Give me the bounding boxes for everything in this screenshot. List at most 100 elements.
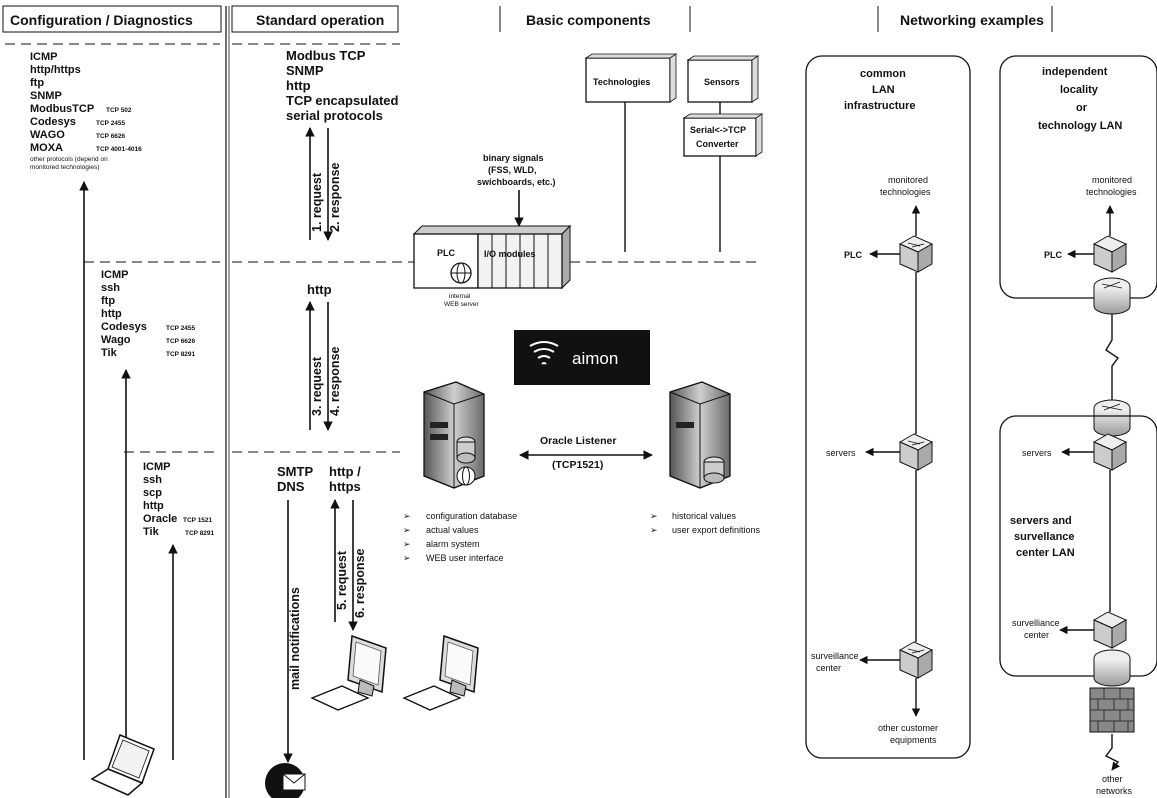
response-label: 6. response <box>353 548 367 618</box>
internet-link <box>1104 734 1120 771</box>
switch-icon <box>898 235 934 273</box>
port-label: TCP 4001-4016 <box>96 146 142 153</box>
router-icon <box>1093 649 1131 687</box>
globe-icon <box>450 262 472 284</box>
port-label: TCP 2455 <box>96 120 126 127</box>
switch-icon <box>1092 611 1128 649</box>
proto-label: https <box>329 479 361 494</box>
binary-label: swichboards, etc.) <box>477 177 556 187</box>
node-label: surveillance <box>811 651 859 661</box>
sensors-box: Sensors <box>686 55 760 103</box>
node-label: center <box>1024 630 1049 640</box>
technologies-label: Technologies <box>593 77 650 87</box>
standard-level-1: Modbus TCP SNMP http TCP encapsulated se… <box>286 48 399 123</box>
bullet-arrow: ➢ <box>403 539 411 549</box>
binary-label: (FSS, WLD, <box>488 165 537 175</box>
node-label: PLC <box>1044 250 1063 260</box>
panel-title: locality <box>1060 84 1099 96</box>
proto-label: ssh <box>101 282 120 294</box>
column-headers: Configuration / Diagnostics Standard ope… <box>2 5 1053 33</box>
node-label: survelliance <box>1012 618 1060 628</box>
node-label: PLC <box>844 250 863 260</box>
servers-lan-panel: servers servers and survellance center L… <box>999 415 1157 677</box>
common-lan-panel: common LAN infrastructure monitored tech… <box>805 55 971 759</box>
proto-label: ModbusTCP <box>30 103 94 115</box>
panel-title: servers and <box>1010 515 1072 527</box>
proto-label: http/https <box>30 64 81 76</box>
proto-label: Oracle <box>143 513 177 525</box>
proto-label: Tik <box>101 347 118 359</box>
router-icon <box>1093 277 1131 315</box>
plc-label: PLC <box>437 248 456 258</box>
port-label: TCP 2455 <box>166 325 196 332</box>
wan-link <box>1105 314 1120 400</box>
proto-label: Tik <box>143 526 160 538</box>
server-icon <box>423 381 485 489</box>
bullet-arrow: ➢ <box>403 553 411 563</box>
feature-item: actual values <box>426 525 479 535</box>
node-label: servers <box>826 448 856 458</box>
port-label: TCP 8291 <box>166 351 196 358</box>
node-label: servers <box>1022 448 1052 458</box>
bullet-arrow: ➢ <box>403 511 411 521</box>
port-label: TCP 8291 <box>185 530 215 537</box>
request-label: 3. request <box>310 356 324 416</box>
independent-lan-panel: independent locality or technology LAN m… <box>999 55 1157 299</box>
proto-label: ICMP <box>30 51 58 63</box>
proto-label: ICMP <box>101 269 129 281</box>
port-label: TCP 6626 <box>96 133 126 140</box>
feature-item: configuration database <box>426 511 517 521</box>
proto-label: ssh <box>143 474 162 486</box>
proto-label: Modbus TCP <box>286 48 366 63</box>
proto-label: TCP encapsulated <box>286 93 399 108</box>
plc-device: PLC I/O modules internal WEB server <box>412 224 572 308</box>
database-server-icon <box>669 381 731 489</box>
workstation-icon <box>402 634 479 711</box>
node-label: monitored <box>888 175 928 185</box>
panel-title: center LAN <box>1016 547 1075 559</box>
bullet-arrow: ➢ <box>403 525 411 535</box>
header-box-config <box>2 5 222 33</box>
io-label: I/O modules <box>484 249 536 259</box>
switch-icon <box>898 641 934 679</box>
panel-title: LAN <box>872 84 895 96</box>
request-label: 1. request <box>310 172 324 232</box>
proto-label: http <box>143 500 164 512</box>
feature-item: alarm system <box>426 539 480 549</box>
proto-label: http <box>307 282 332 297</box>
proto-label: Wago <box>101 334 131 346</box>
bullet-arrow: ➢ <box>650 525 658 535</box>
technologies-box: Technologies <box>584 53 678 103</box>
panel-title: common <box>860 68 906 80</box>
proto-label: ftp <box>30 77 44 89</box>
proto-label: http / <box>329 464 361 479</box>
panel-title: survellance <box>1014 531 1075 543</box>
proto-label: http <box>101 308 122 320</box>
converter-label: Converter <box>696 139 739 149</box>
header-config: Configuration / Diagnostics <box>10 12 193 28</box>
node-label: center <box>816 663 841 673</box>
laptop-icon <box>90 734 155 796</box>
firewall-icon <box>1089 687 1135 733</box>
feature-item: user export definitions <box>672 525 761 535</box>
sensors-label: Sensors <box>704 77 740 87</box>
port-label: TCP 6626 <box>166 338 196 345</box>
converter-label: Serial<->TCP <box>690 125 746 135</box>
server-left-features: ➢ configuration database ➢ actual values… <box>403 511 517 563</box>
switch-icon <box>898 433 934 471</box>
switch-icon <box>1092 235 1128 273</box>
proto-label: MOXA <box>30 142 63 154</box>
binary-label: binary signals <box>483 153 544 163</box>
request-label: 5. request <box>335 550 349 610</box>
header-box-standard <box>231 5 399 33</box>
feature-item: WEB user interface <box>426 553 504 563</box>
panel-title: independent <box>1042 66 1108 78</box>
logo-text: aimon <box>572 349 618 368</box>
response-label: 2. response <box>328 162 342 232</box>
proto-label: SNMP <box>30 90 62 102</box>
feature-item: historical values <box>672 511 737 521</box>
node-label: equipments <box>890 735 937 745</box>
web-label: internal <box>449 293 471 300</box>
oracle-label: Oracle Listener <box>540 435 616 447</box>
